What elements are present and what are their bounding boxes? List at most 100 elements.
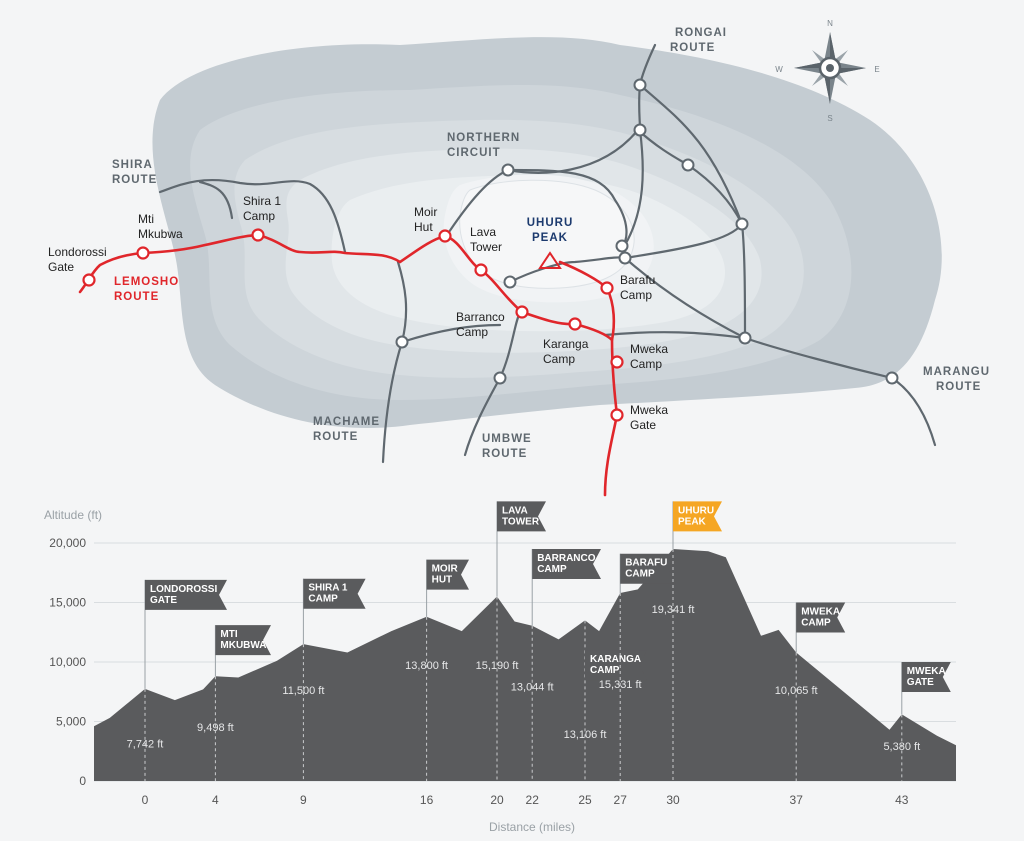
marker-flag — [303, 578, 366, 609]
barafu-camp-node — [600, 281, 614, 295]
marker-altitude-label: 13,106 ft — [564, 729, 607, 741]
camp-nodes — [82, 228, 624, 422]
junction-node — [395, 335, 409, 349]
y-tick-label: 5,000 — [56, 715, 86, 729]
y-tick-label: 15,000 — [49, 596, 86, 610]
y-axis-title: Altitude (ft) — [44, 508, 102, 522]
marker-flag — [620, 553, 676, 584]
mweka-east-trail — [603, 331, 747, 340]
x-tick-label: 22 — [526, 793, 540, 807]
x-tick-label: 9 — [300, 793, 307, 807]
junction-node — [618, 251, 632, 265]
marker-flag — [901, 662, 951, 692]
marker-altitude-label: 15,190 ft — [476, 660, 519, 672]
marker-altitude-label: 5,380 ft — [883, 741, 920, 753]
marker-flag — [497, 501, 546, 532]
marangu-route-trail — [890, 376, 937, 447]
northern-circuit-trail — [443, 168, 628, 248]
marker-flag — [145, 579, 227, 610]
compass-w: W — [775, 65, 783, 74]
compass-n: N — [827, 19, 833, 28]
elevation-area — [94, 549, 956, 781]
barranco-camp-node — [515, 305, 529, 319]
junction-node — [501, 163, 515, 177]
junction-node — [493, 371, 507, 385]
junction-node — [681, 158, 695, 172]
marker-flag — [215, 625, 271, 656]
junction-node — [738, 331, 752, 345]
compass-s: S — [827, 114, 832, 123]
x-tick-label: 20 — [490, 793, 504, 807]
marker-altitude-label: 7,742 ft — [127, 739, 164, 751]
marker-altitude-label: 19,341 ft — [652, 604, 695, 616]
x-tick-label: 4 — [212, 793, 219, 807]
lava-tower-node — [474, 263, 488, 277]
summit-triangle-icon — [538, 251, 562, 269]
x-axis-title: Distance (miles) — [489, 820, 575, 834]
marker-flag — [585, 650, 648, 681]
x-tick-label: 30 — [666, 793, 680, 807]
mweka-gate-node — [610, 408, 624, 422]
marker-altitude-label: 9,498 ft — [197, 722, 234, 734]
x-tick-label: 43 — [895, 793, 909, 807]
compass-e: E — [874, 65, 879, 74]
marker-flag — [673, 501, 722, 532]
shira-branch-trail — [198, 180, 234, 220]
mti-mkubwa-node — [136, 246, 150, 260]
londorossi-gate-node — [82, 273, 96, 287]
marker-altitude-label: 15,331 ft — [599, 679, 642, 691]
x-tick-label: 27 — [614, 793, 628, 807]
marker-altitude-label: 13,044 ft — [511, 682, 554, 694]
junction-node — [885, 371, 899, 385]
junction-node — [503, 275, 517, 289]
compass-icon — [794, 32, 866, 104]
marker-altitude-label: 11,500 ft — [282, 685, 324, 697]
mweka-camp-node — [610, 355, 624, 369]
marker-altitude-label: 10,065 ft — [775, 685, 818, 697]
south-circuit-trail — [508, 256, 894, 380]
x-tick-label: 37 — [790, 793, 804, 807]
junction-node — [615, 239, 629, 253]
marker-flag — [532, 548, 601, 579]
rongai-route-trail — [623, 43, 657, 247]
lower-crossing-trail — [400, 323, 502, 344]
junction-node — [633, 78, 647, 92]
marker-altitude-label: 13,800 ft — [405, 660, 448, 672]
junction-node — [735, 217, 749, 231]
karanga-camp-node — [568, 317, 582, 331]
junction-node — [633, 123, 647, 137]
y-tick-label: 0 — [79, 774, 86, 788]
marker-flag — [796, 602, 846, 633]
